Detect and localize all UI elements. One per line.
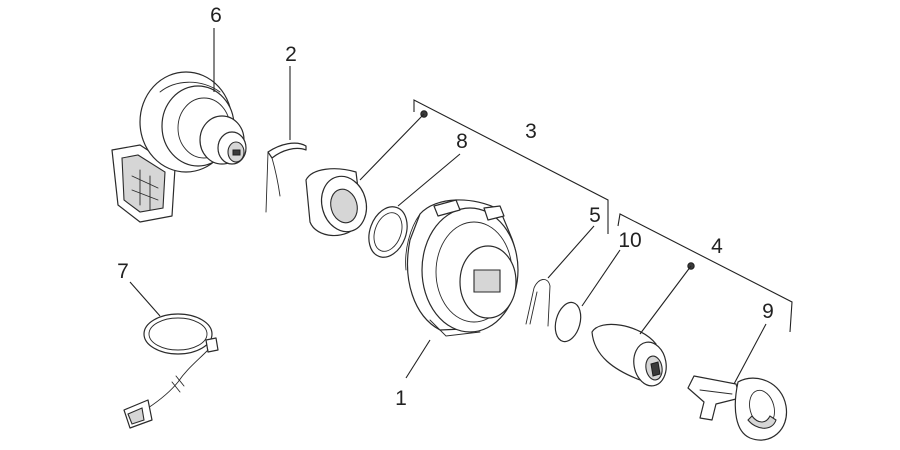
bracket-4 xyxy=(617,213,793,333)
part-4-lock-barrel xyxy=(591,323,667,387)
part-6-ignition-switch xyxy=(111,71,247,223)
washer xyxy=(368,206,408,258)
leader-4-dot xyxy=(639,265,692,335)
part-7-antenna-ring xyxy=(123,313,219,429)
leader-8 xyxy=(397,153,461,207)
leader-1 xyxy=(405,339,431,379)
part-1-lock-housing xyxy=(405,199,519,337)
callout-labels: 6 2 3 8 5 10 4 9 7 1 xyxy=(117,4,774,410)
callout-4: 4 xyxy=(711,235,723,258)
part-5-spring-clip xyxy=(525,279,551,327)
callout-5: 5 xyxy=(589,204,601,227)
leader-5 xyxy=(547,225,595,279)
part-10-o-ring xyxy=(554,301,582,343)
part-8-collar xyxy=(305,168,368,237)
callout-3: 3 xyxy=(525,120,537,143)
callout-8: 8 xyxy=(456,130,468,153)
callout-10: 10 xyxy=(618,229,641,252)
part-2-seal xyxy=(265,142,307,213)
part-9-key xyxy=(687,375,788,441)
callout-9: 9 xyxy=(762,300,774,323)
leader-9 xyxy=(733,323,767,385)
leader-7 xyxy=(129,281,161,317)
bracket-3 xyxy=(413,99,609,234)
leader-10 xyxy=(581,249,621,307)
leader-lines xyxy=(129,28,793,385)
callout-2: 2 xyxy=(285,43,297,66)
callout-1: 1 xyxy=(395,387,407,410)
callout-6: 6 xyxy=(210,4,222,27)
callout-7: 7 xyxy=(117,260,129,283)
leader-3-dot xyxy=(359,113,425,181)
